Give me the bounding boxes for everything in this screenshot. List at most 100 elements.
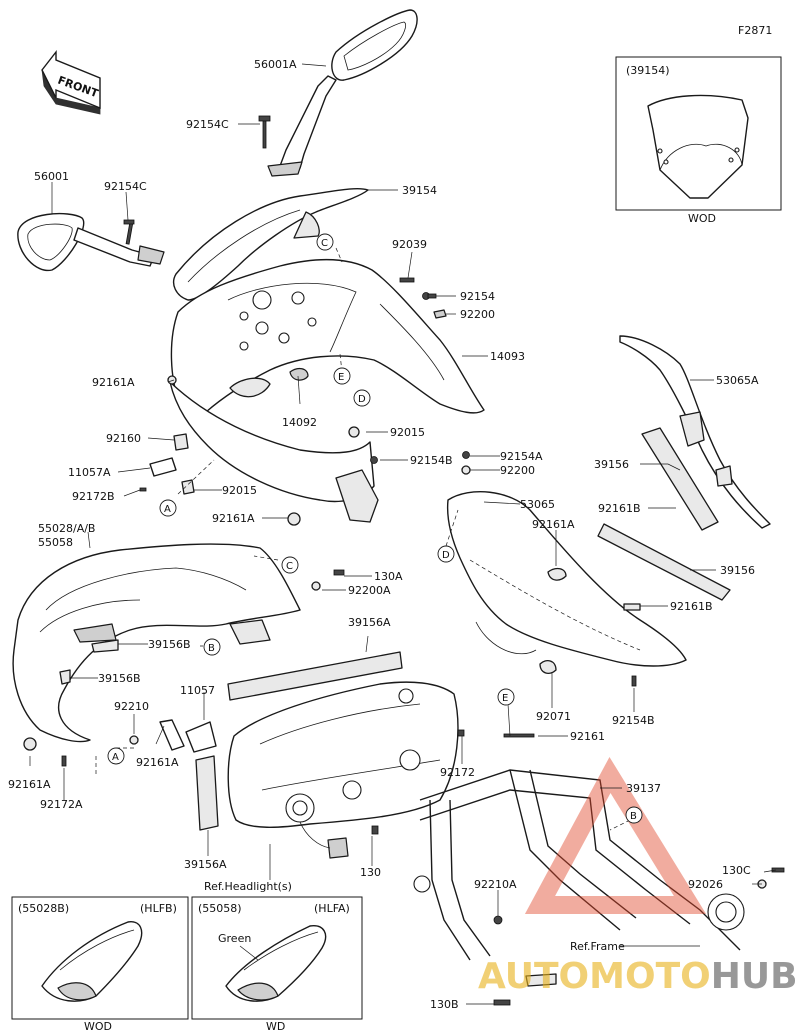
mirror-right-56001A bbox=[267, 9, 418, 177]
label-92154B-mid: 92154B bbox=[410, 454, 453, 467]
svg-text:A: A bbox=[112, 752, 119, 763]
label-130: 130 bbox=[360, 866, 381, 879]
label-55028: 55028/A/B bbox=[38, 522, 95, 535]
label-55058: 55058 bbox=[38, 536, 73, 549]
svg-text:B: B bbox=[630, 811, 637, 822]
label-39156-lower: 39156 bbox=[720, 564, 755, 577]
svg-text:E: E bbox=[338, 372, 344, 383]
label-92015-left: 92015 bbox=[222, 484, 257, 497]
label-ref-frame: Ref.Frame bbox=[570, 940, 625, 953]
inset-windshield-code: (39154) bbox=[626, 64, 670, 77]
side-fairing-53065 bbox=[446, 491, 687, 667]
part-labels: 56001A 92154C 56001 92154C 39154 92039 9… bbox=[8, 58, 759, 1011]
label-92161A-right: 92161A bbox=[532, 518, 575, 531]
label-39156B-b: 39156B bbox=[98, 672, 141, 685]
label-92154C-top: 92154C bbox=[186, 118, 229, 131]
svg-text:D: D bbox=[358, 394, 366, 405]
label-92200A: 92200A bbox=[348, 584, 391, 597]
callout-a-1: A bbox=[159, 499, 177, 517]
label-92071: 92071 bbox=[536, 710, 571, 723]
label-39156-right: 39156 bbox=[594, 458, 629, 471]
label-92210: 92210 bbox=[114, 700, 149, 713]
label-130B: 130B bbox=[430, 998, 459, 1011]
inset-cowl-58-caption: WD bbox=[266, 1020, 285, 1033]
label-92154C-left: 92154C bbox=[104, 180, 147, 193]
label-14093: 14093 bbox=[490, 350, 525, 363]
label-92172A: 92172A bbox=[40, 798, 83, 811]
front-arrow-icon: FRONT bbox=[41, 49, 101, 115]
inset-cowl-b-variant: (HLFB) bbox=[140, 902, 177, 915]
hardware-lower-left bbox=[23, 569, 465, 835]
label-130A: 130A bbox=[374, 570, 403, 583]
inset-cowl-55028B: (55028B) (HLFB) WOD bbox=[11, 896, 189, 1033]
label-53065A: 53065A bbox=[716, 374, 759, 387]
svg-text:C: C bbox=[286, 561, 293, 572]
label-92154: 92154 bbox=[460, 290, 495, 303]
label-92172: 92172 bbox=[440, 766, 475, 779]
label-39156A-low: 39156A bbox=[184, 858, 227, 871]
upper-cowl-14093 bbox=[169, 258, 485, 523]
label-92161A-mid: 92161A bbox=[212, 512, 255, 525]
callout-b-2: B bbox=[625, 806, 643, 824]
label-92161A-left: 92161A bbox=[92, 376, 135, 389]
label-92161: 92161 bbox=[570, 730, 605, 743]
callout-d-1: D bbox=[353, 389, 371, 407]
callout-e-1: E bbox=[333, 367, 351, 385]
label-11057: 11057 bbox=[180, 684, 215, 697]
inset-cowl-b-code: (55028B) bbox=[18, 902, 69, 915]
mirror-left-56001 bbox=[17, 213, 165, 272]
label-11057A: 11057A bbox=[68, 466, 111, 479]
label-130C: 130C bbox=[722, 864, 751, 877]
label-92161B-lower: 92161B bbox=[670, 600, 713, 613]
label-92161A-low: 92161A bbox=[136, 756, 179, 769]
frame-39137 bbox=[413, 733, 785, 1006]
label-92210A: 92210A bbox=[474, 878, 517, 891]
callout-d-2: D bbox=[437, 545, 455, 563]
svg-text:B: B bbox=[208, 643, 215, 654]
inset-cowl-55058: (55058) (HLFA) Green WD bbox=[191, 896, 363, 1033]
callout-e-2: E bbox=[497, 688, 515, 706]
label-39137: 39137 bbox=[626, 782, 661, 795]
leader-lines bbox=[29, 63, 777, 1005]
svg-text:C: C bbox=[321, 238, 328, 249]
hardware-upper bbox=[123, 115, 471, 526]
label-92200-mid: 92200 bbox=[500, 464, 535, 477]
label-92026: 92026 bbox=[688, 878, 723, 891]
side-cover-53065A bbox=[619, 335, 771, 529]
windshield-39154 bbox=[172, 187, 369, 301]
inset-cowl-58-variant: (HLFA) bbox=[314, 902, 350, 915]
label-92161A-lowleft: 92161A bbox=[8, 778, 51, 791]
label-92154B-low: 92154B bbox=[612, 714, 655, 727]
label-56001: 56001 bbox=[34, 170, 69, 183]
callout-c-1: C bbox=[316, 233, 334, 251]
svg-text:D: D bbox=[442, 550, 450, 561]
callout-a-2: A bbox=[107, 747, 125, 765]
inset-windshield-caption: WOD bbox=[688, 212, 716, 225]
headlight-assembly bbox=[227, 681, 459, 859]
label-53065: 53065 bbox=[520, 498, 555, 511]
watermark-text: AUTOMOTOHUB bbox=[478, 956, 798, 997]
label-39156B-a: 39156B bbox=[148, 638, 191, 651]
watermark-triangle-logo: AUTOMOTOHUB bbox=[478, 756, 798, 997]
label-92161B-right: 92161B bbox=[598, 502, 641, 515]
label-92172B: 92172B bbox=[72, 490, 115, 503]
callout-c-2: C bbox=[281, 556, 299, 574]
label-56001A: 56001A bbox=[254, 58, 297, 71]
label-92039: 92039 bbox=[392, 238, 427, 251]
inset-cowl-b-caption: WOD bbox=[84, 1020, 112, 1033]
label-14092: 14092 bbox=[282, 416, 317, 429]
label-ref-headlight: Ref.Headlight(s) bbox=[204, 880, 292, 893]
inset-windshield: (39154) WOD bbox=[615, 56, 782, 225]
label-92200-top: 92200 bbox=[460, 308, 495, 321]
inset-cowl-58-color: Green bbox=[218, 932, 251, 945]
panel-39156-right bbox=[641, 427, 719, 531]
panels-39156A bbox=[195, 651, 403, 831]
lower-cowl-55028 bbox=[12, 543, 301, 743]
label-92015-right: 92015 bbox=[390, 426, 425, 439]
svg-text:A: A bbox=[164, 504, 171, 515]
label-92160: 92160 bbox=[106, 432, 141, 445]
label-39154: 39154 bbox=[402, 184, 437, 197]
svg-text:E: E bbox=[502, 693, 508, 704]
figure-code: F2871 bbox=[738, 24, 772, 37]
